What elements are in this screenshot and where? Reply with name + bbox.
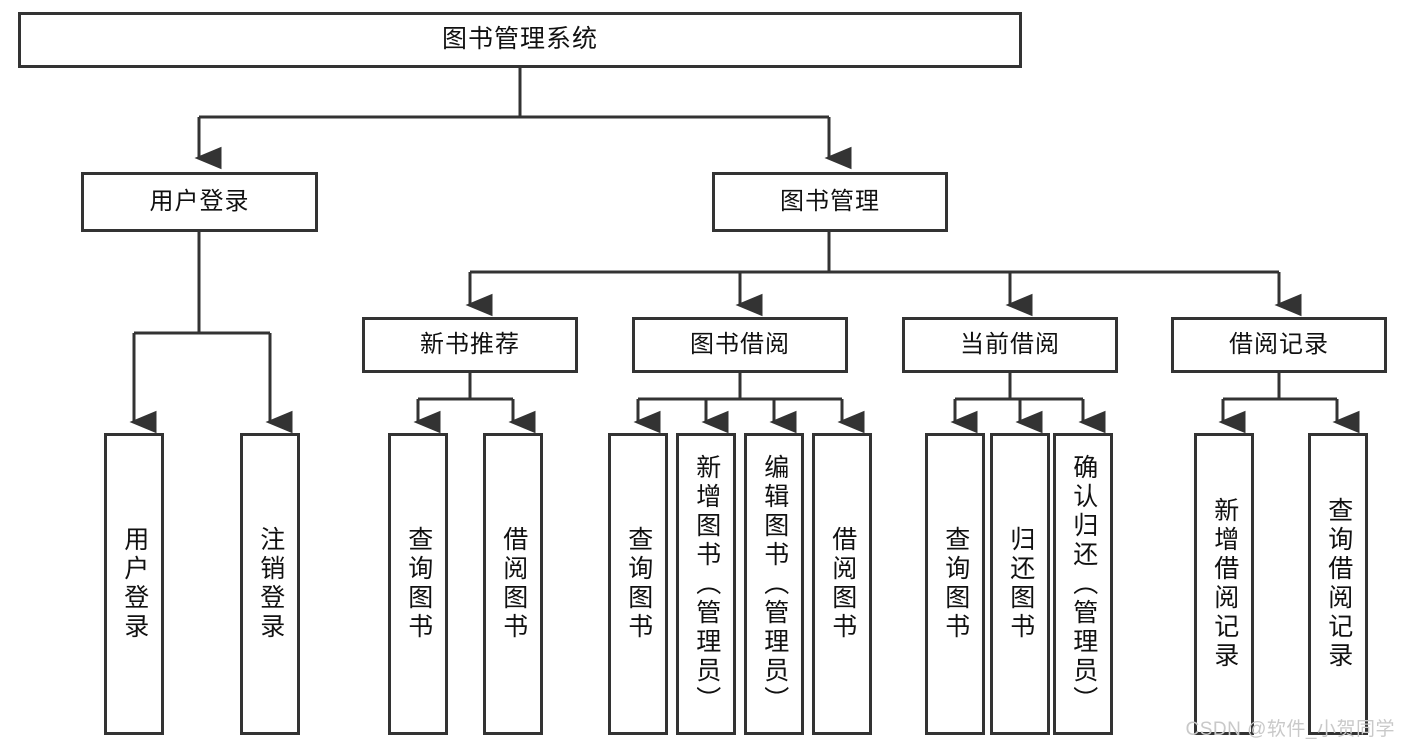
node-label: 当前借阅 [960, 331, 1060, 358]
node-label: 查询图书 [941, 526, 970, 642]
node-user-login[interactable]: 用户登录 [81, 172, 318, 232]
node-label: 图书管理 [780, 188, 880, 215]
node-current-borrow[interactable]: 当前借阅 [902, 317, 1118, 373]
node-new-book-recommend[interactable]: 新书推荐 [362, 317, 578, 373]
node-label: 用户登录 [149, 188, 250, 215]
node-label: 查询图书 [404, 526, 433, 642]
node-leaf-borrow-book[interactable]: 借阅图书 [812, 433, 872, 735]
node-leaf-user-login[interactable]: 用户登录 [104, 433, 164, 735]
node-label: 借阅图书 [828, 526, 857, 642]
node-leaf-query-book-current[interactable]: 查询图书 [925, 433, 985, 735]
node-leaf-add-borrow-record[interactable]: 新增借阅记录 [1194, 433, 1254, 735]
node-leaf-query-borrow-record[interactable]: 查询借阅记录 [1308, 433, 1368, 735]
node-label: 借阅记录 [1229, 331, 1329, 358]
node-label: 图书管理系统 [441, 25, 598, 54]
node-label: 图书借阅 [690, 331, 790, 358]
watermark: CSDN @软件_小贺同学 [1185, 719, 1395, 740]
node-label: 确认归还（管理员） [1069, 453, 1098, 715]
node-leaf-add-book-admin[interactable]: 新增图书（管理员） [676, 433, 736, 735]
node-label: 编辑图书（管理员） [760, 453, 789, 715]
node-leaf-edit-book-admin[interactable]: 编辑图书（管理员） [744, 433, 804, 735]
node-borrow-record[interactable]: 借阅记录 [1171, 317, 1387, 373]
node-label: 查询图书 [624, 526, 653, 642]
node-label: 用户登录 [120, 526, 149, 642]
node-label: 新增图书（管理员） [692, 453, 721, 715]
node-leaf-logout[interactable]: 注销登录 [240, 433, 300, 735]
node-book-borrow[interactable]: 图书借阅 [632, 317, 848, 373]
node-label: 注销登录 [256, 526, 285, 642]
node-leaf-borrow-book-recommend[interactable]: 借阅图书 [483, 433, 543, 735]
node-label: 新增借阅记录 [1210, 497, 1239, 671]
node-leaf-confirm-return-admin[interactable]: 确认归还（管理员） [1053, 433, 1113, 735]
node-book-management[interactable]: 图书管理 [712, 172, 948, 232]
node-root-book-management-system[interactable]: 图书管理系统 [18, 12, 1022, 68]
node-label: 归还图书 [1006, 526, 1035, 642]
node-leaf-query-book-borrow[interactable]: 查询图书 [608, 433, 668, 735]
node-leaf-return-book[interactable]: 归还图书 [990, 433, 1050, 735]
node-leaf-query-book-recommend[interactable]: 查询图书 [388, 433, 448, 735]
node-label: 查询借阅记录 [1324, 497, 1353, 671]
node-label: 借阅图书 [499, 526, 528, 642]
node-label: 新书推荐 [420, 331, 520, 358]
